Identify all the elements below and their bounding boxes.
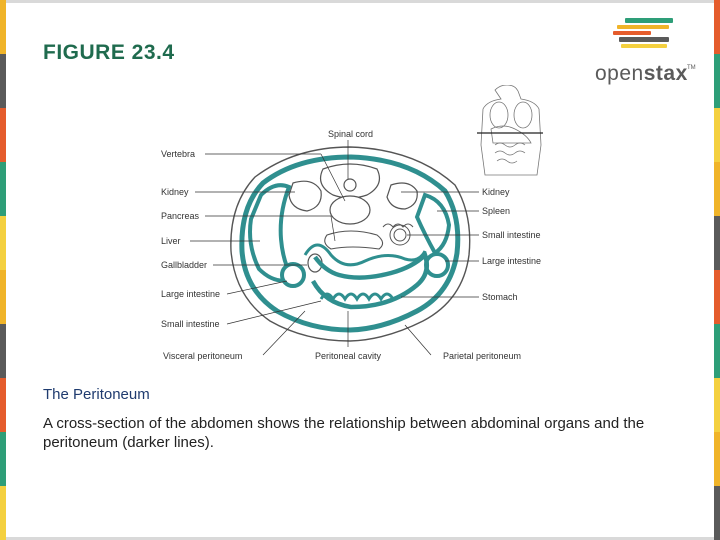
bottom-labels: Visceral peritoneum Peritoneal cavity Pa… [163,351,521,361]
abdominal-wall [230,146,471,342]
pancreas [324,230,384,250]
label-vertebra: Vertebra [161,149,195,159]
caption-title: The Peritoneum [43,386,150,403]
label-parietal-peritoneum: Parietal peritoneum [443,351,521,361]
torso-orientation-figure [477,85,543,176]
leader-lines [190,140,479,356]
stripe-segment [0,270,6,324]
label-gallbladder: Gallbladder [161,260,207,270]
right-labels: Kidney Spleen Small intestine Large inte… [482,187,541,302]
stripe-segment [714,162,720,216]
spinal-cord [343,178,357,192]
label-stomach: Stomach [482,292,518,302]
label-small-intestine-left: Small intestine [161,319,220,329]
right-color-stripe [714,0,720,540]
label-spinal-cord: Spinal cord [328,129,373,139]
stripe-segment [714,432,720,486]
stripe-segment [714,108,720,162]
stripe-segment [714,378,720,432]
left-labels: Vertebra Kidney Pancreas Liver Gallbladd… [161,149,220,329]
large-intestine-right [424,252,450,278]
stripe-segment [0,432,6,486]
left-kidney [288,180,322,212]
stripe-segment [0,216,6,270]
caption-text: A cross-section of the abdomen shows the… [43,415,645,451]
label-spleen: Spleen [482,206,510,216]
stripe-segment [714,270,720,324]
stripe-segment [714,216,720,270]
peritoneum-cross-section-diagram: Vertebra Kidney Pancreas Liver Gallbladd… [161,85,543,361]
stripe-segment [714,54,720,108]
right-kidney [386,182,418,210]
label-kidney-right: Kidney [482,187,510,197]
stomach-visceral-peritoneum [311,250,429,310]
vertebra [320,163,380,225]
stripe-segment [0,378,6,432]
label-peritoneal-cavity: Peritoneal cavity [315,351,382,361]
spleen-visceral-peritoneum [414,192,452,256]
label-kidney-left: Kidney [161,187,189,197]
stripe-segment [0,0,6,54]
large-intestine-left [280,262,306,288]
stripe-segment [714,486,720,540]
mesentery-folds [319,292,395,302]
stripe-segment [714,324,720,378]
openstax-logo: openstax TM [595,14,705,86]
stripe-segment [0,162,6,216]
small-intestine-coil [382,223,414,246]
posterior-peritoneum [303,243,427,267]
parietal-peritoneum [239,154,461,333]
label-pancreas: Pancreas [161,211,200,221]
stripe-segment [714,0,720,54]
logo-wordmark: openstax [595,62,688,85]
logo-trademark: TM [687,65,696,71]
bottom-border [6,537,714,540]
top-border [6,0,714,3]
label-large-intestine-left: Large intestine [161,289,220,299]
label-small-intestine-right: Small intestine [482,230,541,240]
stripe-segment [0,486,6,540]
figure-title: FIGURE 23.4 [43,41,175,64]
liver-visceral-peritoneum [248,183,297,283]
label-visceral-peritoneum: Visceral peritoneum [163,351,242,361]
logo-bars-icon [613,18,673,48]
stripe-segment [0,54,6,108]
label-large-intestine-right: Large intestine [482,256,541,266]
stripe-segment [0,108,6,162]
label-liver: Liver [161,236,181,246]
left-color-stripe [0,0,6,540]
stripe-segment [0,324,6,378]
